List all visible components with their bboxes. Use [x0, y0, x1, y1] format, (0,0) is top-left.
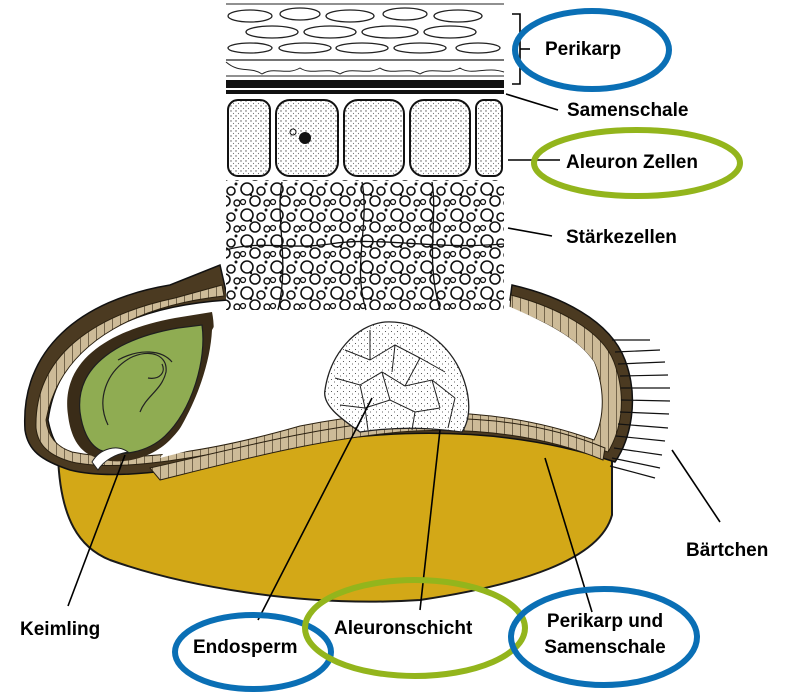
label-keimling: Keimling — [20, 619, 100, 641]
magnified-tissue-panel — [226, 0, 504, 310]
pericarp-layers — [226, 0, 504, 94]
aleurone-cells — [226, 96, 504, 180]
label-perikarp: Perikarp — [545, 39, 621, 61]
label-aleuron-zellen: Aleuron Zellen — [566, 152, 698, 174]
label-baertchen: Bärtchen — [686, 540, 768, 562]
label-perikarp-und-samenschale: Perikarp und Samenschale — [535, 609, 675, 661]
starch-cells — [226, 180, 504, 310]
samenschale-leader — [506, 94, 558, 110]
baertchen-leader — [672, 450, 720, 522]
staerkezellen-leader — [508, 228, 552, 236]
label-endosperm: Endosperm — [193, 637, 298, 659]
label-samenschale: Samenschale — [567, 100, 688, 122]
label-aleuronschicht: Aleuronschicht — [334, 618, 472, 640]
label-staerkezellen: Stärkezellen — [566, 227, 677, 249]
